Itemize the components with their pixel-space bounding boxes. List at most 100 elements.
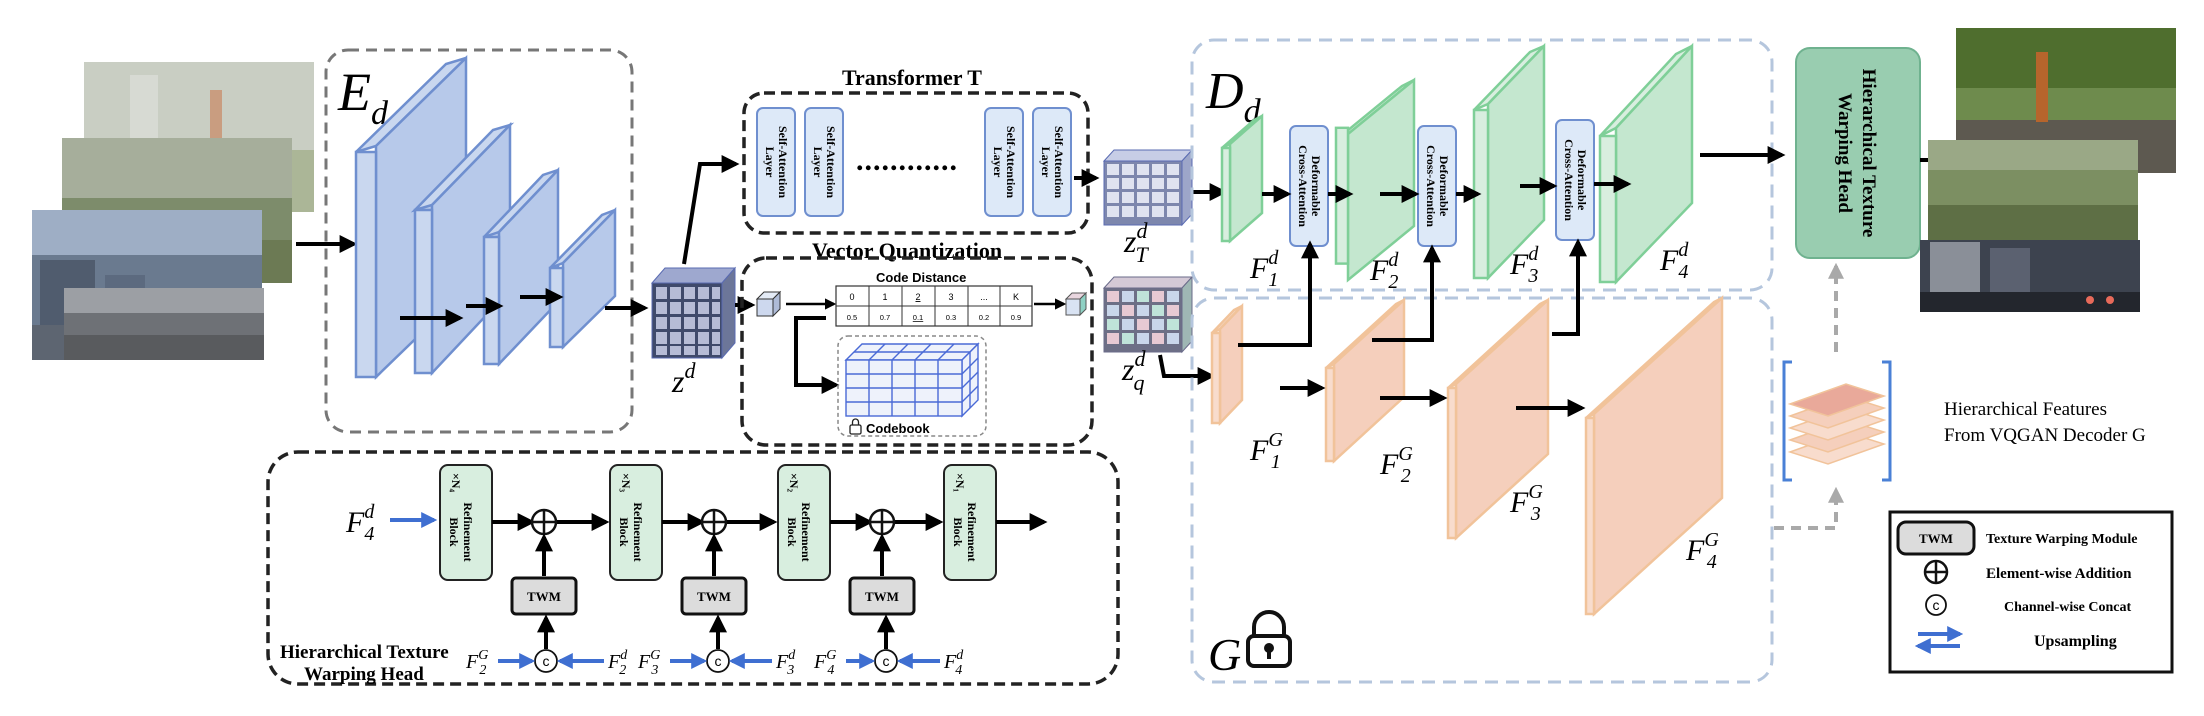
transformer-title: Transformer T: [842, 65, 982, 90]
decoder-feature-2: [1334, 77, 1416, 283]
decoder-features: [1220, 42, 1694, 286]
vq-query-cube: [755, 290, 782, 318]
vqgan-label: G: [1208, 629, 1241, 680]
svg-text:×N₁ RefinementBlock: ×N₁ RefinementBlock: [951, 473, 979, 562]
encoder-label: Ed: [337, 62, 389, 132]
svg-text:×N₄ RefinementBlock: ×N₄ RefinementBlock: [447, 473, 475, 562]
code-index: 2: [915, 292, 920, 302]
svg-text:c: c: [883, 653, 890, 669]
code-distance: 0.5: [847, 313, 857, 322]
deformable-cross-attention-1: DeformableCross-Attention: [1289, 125, 1329, 247]
add-node-1: [530, 508, 558, 536]
arrow-codebook-lookup: [794, 316, 840, 394]
svg-text:c: c: [543, 653, 550, 669]
twm-blocks: TWM TWM TWM: [510, 576, 916, 616]
vqgan-feature-4: [1584, 295, 1724, 617]
vqgan-feature-2: [1324, 297, 1406, 464]
vq-selected-code: [1064, 291, 1088, 317]
hier-features-line2: From VQGAN Decoder G: [1944, 425, 2146, 446]
output-image-3: [1920, 240, 2140, 312]
code-distance-label: Code Distance: [876, 270, 966, 285]
decoder-feature-4: [1598, 42, 1694, 286]
legend-concat-label: Channel-wise Concat: [2004, 600, 2132, 615]
hierarchical-features-stack: [1787, 383, 1887, 465]
svg-text:TWM: TWM: [697, 589, 731, 604]
svg-text:×N₃ RefinementBlock: ×N₃ RefinementBlock: [617, 473, 645, 562]
concat-nodes: c c c: [534, 649, 898, 673]
refinement-block-2: ×N₃ RefinementBlock: [609, 464, 663, 581]
code-distance: 0.7: [880, 313, 890, 322]
output-images: [1920, 28, 2176, 312]
svg-text:DeformableCross-Attention: DeformableCross-Attention: [1424, 145, 1451, 227]
refinement-block-1: ×N₄ RefinementBlock: [439, 464, 493, 581]
features-bracket-left: [1782, 360, 1792, 482]
twm-block-2: TWM: [680, 576, 748, 616]
transformer-layer-1: Self-AttentionLayer: [756, 107, 796, 217]
decoder-feature-3: [1472, 42, 1546, 282]
legend-upsampling-icon: [1914, 626, 1964, 654]
warping-head-label: Hierarchical TextureWarping Head: [1834, 69, 1879, 238]
deformable-cross-attention-3: DeformableCross-Attention: [1555, 119, 1595, 241]
transformer-layers: Self-AttentionLayer Self-AttentionLayer …: [756, 107, 1072, 217]
svg-text:Self-AttentionLayer: Self-AttentionLayer: [991, 126, 1018, 198]
code-distance: 0.3: [946, 313, 956, 322]
vqgan-features: [1210, 295, 1724, 617]
code-index: 1: [882, 292, 887, 302]
code-index: 0: [849, 292, 854, 302]
legend-twm-box: [1896, 520, 1976, 556]
code-distance: 0.9: [1011, 313, 1021, 322]
svg-text:DeformableCross-Attention: DeformableCross-Attention: [1562, 139, 1589, 221]
twm-block-3: TWM: [848, 576, 916, 616]
arrow-F2G-to-dca2: [1372, 244, 1441, 342]
vq-box: [740, 256, 1094, 447]
transformer-ellipsis: ............: [856, 144, 958, 177]
latent-zT-cube: [1102, 148, 1194, 227]
legend-concat-icon: c: [1925, 594, 1947, 616]
concat-node-2: c: [706, 649, 730, 673]
codebook-label: Codebook: [866, 421, 930, 436]
svg-text:DeformableCross-Attention: DeformableCross-Attention: [1296, 145, 1323, 227]
vqgan-box: [1190, 296, 1774, 684]
svg-text:c: c: [1933, 597, 1940, 613]
transformer-layer-3: Self-AttentionLayer: [984, 107, 1024, 217]
features-bracket-right: [1882, 360, 1892, 482]
input-images: [32, 62, 314, 360]
input-image-1: [64, 288, 264, 360]
add-node-2: [700, 508, 728, 536]
output-image-2: [1928, 140, 2138, 240]
code-index: ...: [980, 292, 988, 302]
hier-features-line1: Hierarchical Features: [1944, 399, 2107, 420]
code-distance: 0.2: [979, 313, 989, 322]
codebook-lock-icon: [849, 418, 862, 435]
decoder-label: Dd: [1205, 63, 1262, 130]
encoder-box: [324, 48, 634, 434]
arrow-zq-to-vqgan: [1158, 354, 1216, 385]
code-index: 3: [948, 292, 953, 302]
codebook-box: [837, 335, 987, 437]
code-index: K: [1013, 292, 1019, 302]
code-distance: 0.1: [913, 313, 923, 322]
refinement-block-4: ×N₁ RefinementBlock: [943, 464, 997, 581]
legend-add-icon: [1923, 559, 1949, 585]
svg-text:Self-AttentionLayer: Self-AttentionLayer: [1039, 126, 1066, 198]
arrow-zd-to-transformer: [682, 155, 740, 265]
warping-head-block: [1795, 47, 1921, 259]
vqgan-feature-3: [1446, 297, 1550, 541]
codebook-grid: [844, 342, 980, 418]
svg-text:Self-AttentionLayer: Self-AttentionLayer: [811, 126, 838, 198]
decoder-box: [1190, 38, 1774, 292]
